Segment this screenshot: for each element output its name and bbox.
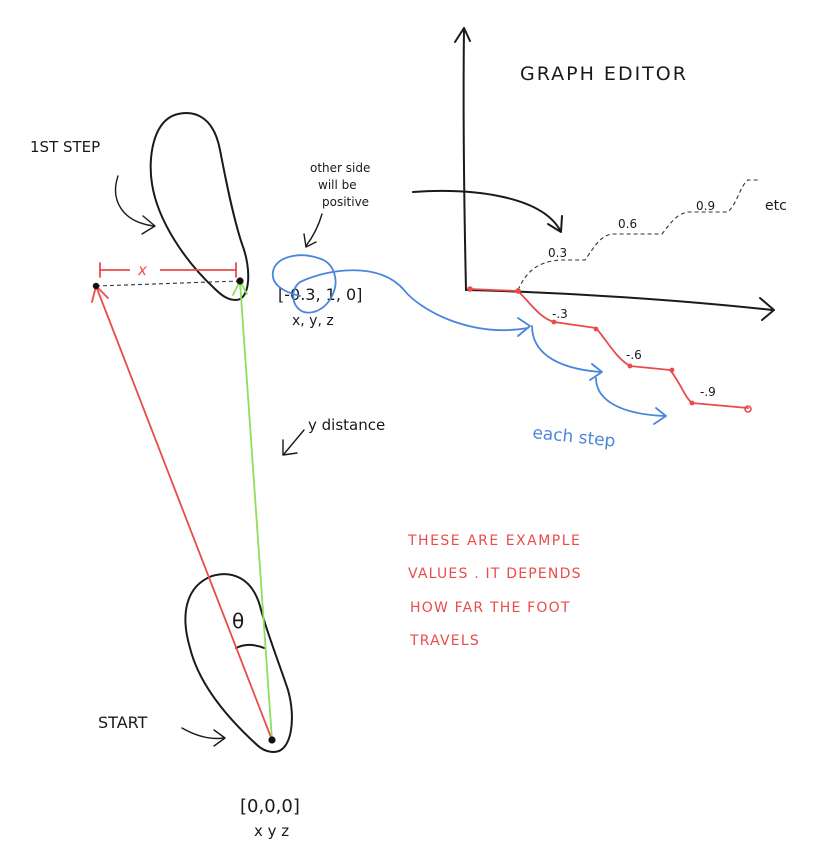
example-values-note: THESE ARE EXAMPLE VALUES . IT DEPENDS HO… xyxy=(407,533,582,649)
negative-curve-point xyxy=(690,401,695,406)
start-point xyxy=(268,736,275,743)
other-side-line3: positive xyxy=(322,195,369,209)
each-step-arrow-2 xyxy=(596,378,664,416)
negative-curve-point xyxy=(594,327,599,332)
value-highlight-arrowhead xyxy=(518,318,530,336)
y-distance-label: y distance xyxy=(308,416,385,434)
graph-title: GRAPH EDITOR xyxy=(520,63,688,85)
negative-curve-point xyxy=(628,364,633,369)
positive-step-label-3: 0.9 xyxy=(696,199,715,213)
other-side-note: other side will be positive xyxy=(304,161,370,247)
graph-x-axis xyxy=(466,290,772,310)
first-step-label: 1ST STEP xyxy=(30,138,100,156)
other-side-line1: other side xyxy=(310,161,370,175)
graph-y-axis-arrowhead xyxy=(455,28,470,42)
negative-curve-point xyxy=(515,288,521,294)
note-line3: HOW FAR THE FOOT xyxy=(410,600,571,616)
y-distance-pointer-arrow xyxy=(284,430,304,454)
graph-y-axis xyxy=(464,28,466,290)
each-step-arrow-1 xyxy=(532,326,600,372)
start-coordinate-axes: x y z xyxy=(254,822,289,840)
graph-editor: GRAPH EDITOR 0.3 0.6 0.9 etc -.3 -.6 -.9 xyxy=(455,28,787,412)
first-step-point xyxy=(236,277,243,284)
x-offset-dashed-line xyxy=(96,281,240,286)
other-side-arrow xyxy=(413,191,560,230)
theta-label: θ xyxy=(232,609,244,633)
note-line1: THESE ARE EXAMPLE xyxy=(407,533,581,549)
negative-step-label-1: -.3 xyxy=(552,307,568,321)
start-label: START xyxy=(98,713,148,732)
start-footprint xyxy=(185,574,292,752)
note-line4: TRAVELS xyxy=(409,633,480,649)
other-side-line2: will be xyxy=(318,178,357,192)
negative-curve-point xyxy=(745,406,751,412)
other-side-pointer-arrow xyxy=(306,214,322,246)
x-offset-point xyxy=(93,283,99,289)
negative-step-label-3: -.9 xyxy=(700,385,716,399)
first-step-pointer-arrow xyxy=(116,176,154,226)
negative-curve-point xyxy=(670,368,675,373)
positive-step-label-1: 0.3 xyxy=(548,246,567,260)
positive-step-curve xyxy=(518,180,760,290)
x-dimension-label: x xyxy=(137,261,147,279)
first-step-footprint xyxy=(151,113,249,300)
each-step-label: each step xyxy=(531,423,616,452)
note-line2: VALUES . IT DEPENDS xyxy=(408,566,582,582)
first-step-coordinate-value: [-0.3, 1, 0] xyxy=(278,285,362,304)
negative-step-label-2: -.6 xyxy=(626,348,642,362)
etc-label: etc xyxy=(765,198,787,214)
positive-step-label-2: 0.6 xyxy=(618,217,637,231)
negative-curve-point xyxy=(467,286,473,292)
first-step-coordinate-axes: x, y, z xyxy=(292,313,334,329)
start-coordinate-value: [0,0,0] xyxy=(240,796,300,817)
theta-arc xyxy=(236,645,264,648)
